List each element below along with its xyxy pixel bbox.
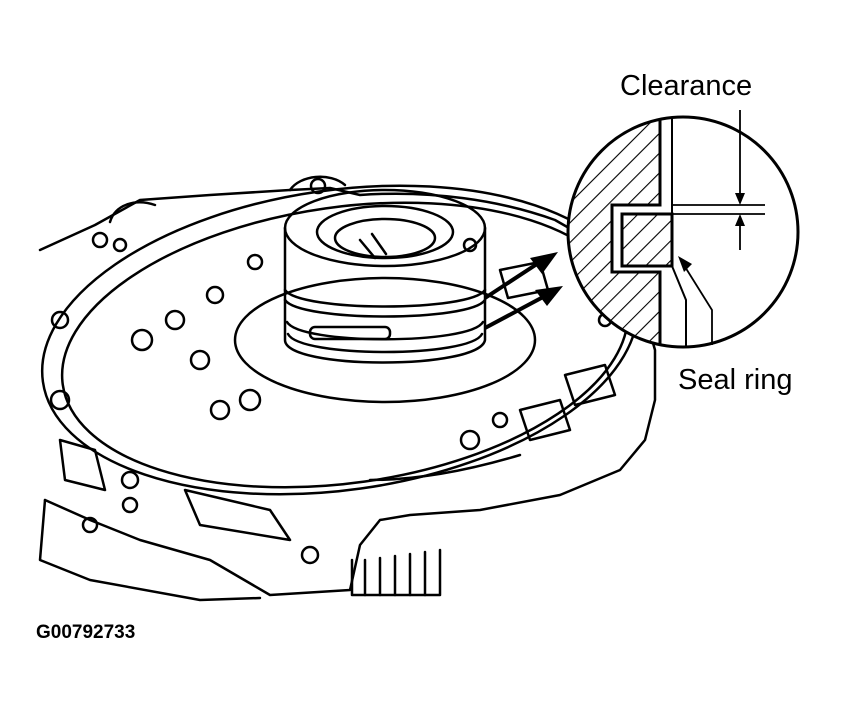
housing-lower-edge (38, 498, 262, 602)
flange-lug-top (288, 175, 347, 192)
flange-lug-left (108, 201, 157, 224)
bolt-hole (121, 496, 139, 514)
detail-view (566, 110, 800, 349)
fluid-pocket (518, 398, 572, 442)
seal-ring-leader (681, 261, 713, 345)
seal-ring-label: Seal ring (678, 364, 793, 396)
bolt-hole (300, 545, 320, 565)
ring-groove-upper (283, 288, 487, 308)
bolt-hole (81, 516, 99, 534)
housing-lip (368, 453, 522, 482)
ring-groove-lower-b (286, 332, 484, 354)
bolt-hole (205, 285, 225, 305)
shaft-bore-slot (358, 238, 377, 260)
bolt-hole (49, 389, 71, 411)
bolt-hole (112, 237, 128, 253)
bolt-hole (91, 231, 109, 249)
bolt-hole (164, 309, 186, 331)
shaft-top (283, 188, 487, 268)
lug-hole (309, 177, 327, 195)
bolt-hole (491, 411, 509, 429)
bolt-hole (209, 399, 231, 421)
detail-seal-ring (620, 212, 674, 268)
ring-groove-lower (285, 320, 485, 341)
figure-id: G00792733 (36, 622, 136, 643)
bolt-hole (189, 349, 211, 371)
ring-groove-upper-b (283, 298, 487, 318)
arrow-head-upper (530, 252, 558, 274)
bolt-hole (120, 470, 140, 490)
shaft-bore (333, 217, 437, 259)
bolt-hole (238, 388, 262, 412)
bolt-hole (246, 253, 264, 271)
fluid-pocket (58, 438, 107, 492)
clearance-label: Clearance (620, 70, 753, 102)
pump-housing-outline (38, 186, 657, 597)
fluid-pocket (563, 363, 617, 407)
seal-ring-slot (308, 325, 392, 341)
shaft-bore-slot-2 (370, 232, 388, 256)
bolt-hole (459, 429, 481, 451)
bolt-hole (130, 328, 154, 352)
arrows (483, 252, 563, 330)
shaft-body (283, 226, 487, 364)
hub-boss (233, 276, 537, 404)
bolt-hole (462, 237, 478, 253)
arrow-head-lower (535, 286, 563, 306)
bolt-hole (50, 310, 70, 330)
fluid-pocket (183, 488, 292, 542)
